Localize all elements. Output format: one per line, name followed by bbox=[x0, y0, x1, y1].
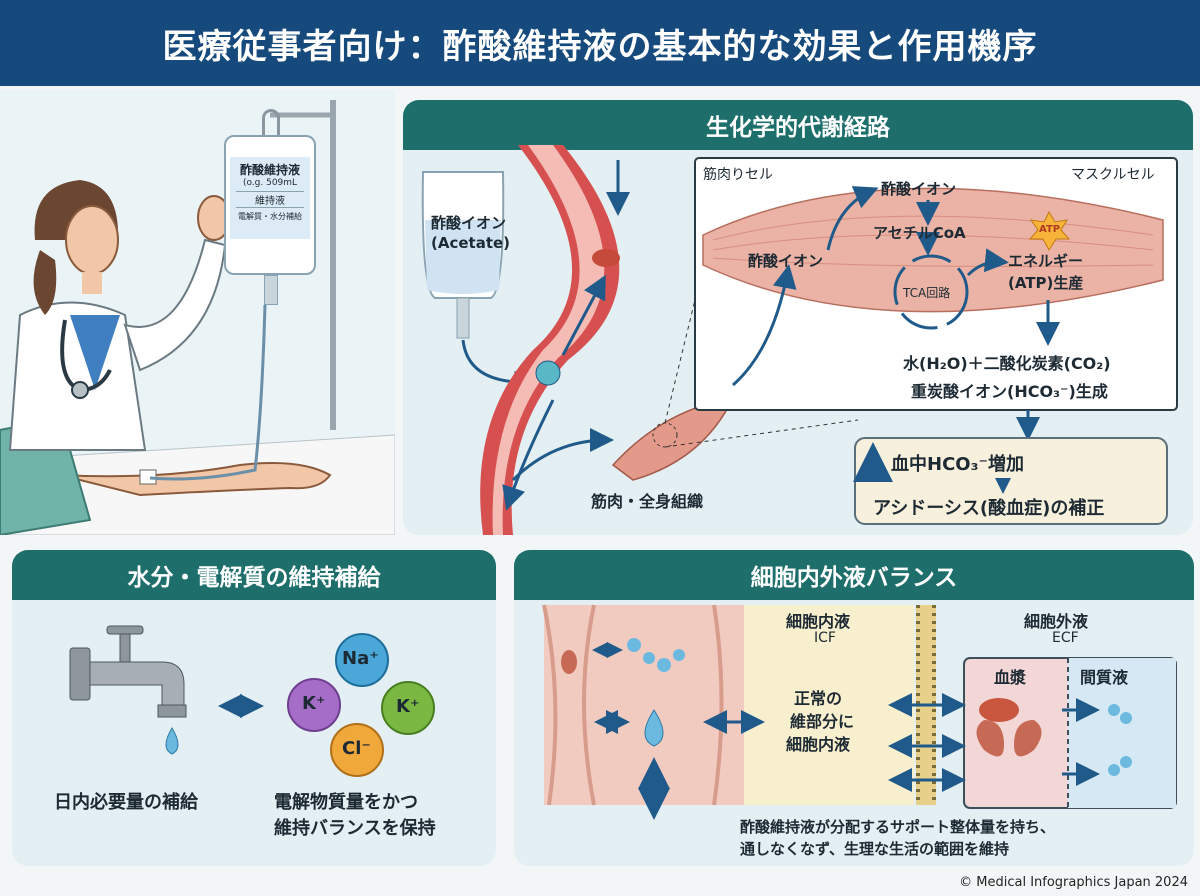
caption-left: 日内必要量の補給 bbox=[54, 792, 198, 813]
icf-label-2: ICF bbox=[814, 630, 836, 646]
hydration-diagram bbox=[69, 625, 435, 777]
result-1: 血中HCO₃⁻増加 bbox=[891, 454, 1024, 475]
iv-bag-name: 酢酸維持液 bbox=[239, 163, 300, 177]
tca-label: TCA回路 bbox=[903, 286, 951, 300]
result-2: アシドーシス(酸血症)の補正 bbox=[873, 498, 1105, 519]
nurse-illustration bbox=[0, 90, 396, 537]
balance-footnote-2: 通しなくなず、生理な生活の範囲を維持 bbox=[740, 840, 1009, 858]
icf-label-1: 細胞内液 bbox=[786, 612, 851, 631]
normal-label-2: 維部分に bbox=[790, 712, 855, 731]
acetate-left: 酢酸イオン bbox=[748, 252, 824, 270]
tissue-label: 筋肉・全身組織 bbox=[591, 492, 704, 511]
atp-badge: ATP bbox=[1039, 224, 1061, 235]
acetate-top: 酢酸イオン bbox=[881, 180, 957, 198]
energy-label-1: エネルギー bbox=[1008, 252, 1084, 270]
hydration-title: 水分・電解質の維持補給 bbox=[12, 550, 496, 600]
bag-label-1: 酢酸イオン bbox=[431, 214, 507, 232]
balance-diagram bbox=[542, 604, 1177, 820]
ecf-label-2: ECF bbox=[1052, 630, 1079, 646]
normal-label-1: 正常の bbox=[794, 689, 843, 708]
iv-bag-volume: (o.g. 509mL bbox=[242, 178, 298, 188]
hydration-panel: 水分・電解質の維持補給 Na⁺ K⁺ K⁺ Cl⁻ 日内必要量の補給 電解物質 bbox=[12, 550, 496, 866]
balance-panel: 細胞内外液バランス bbox=[514, 550, 1194, 866]
ecf-label-1: 細胞外液 bbox=[1024, 612, 1089, 631]
balance-footnote-1: 酢酸維持液が分配するサポート整体量を持ち、 bbox=[740, 818, 1056, 836]
normal-label-3: 細胞内液 bbox=[786, 735, 851, 754]
iv-bag-port bbox=[264, 275, 278, 305]
cell-left-label: 筋肉りセル bbox=[703, 167, 773, 183]
products-1: 水(H₂O)＋二酸化炭素(CO₂) bbox=[903, 354, 1111, 373]
copyright-notice: © Medical Infographics Japan 2024 bbox=[959, 875, 1188, 890]
iv-bag-hook bbox=[262, 109, 280, 135]
ion-na: Na⁺ bbox=[342, 648, 379, 669]
metabolism-diagram bbox=[421, 145, 1178, 535]
faucet-icon bbox=[69, 625, 187, 755]
ion-cl: Cl⁻ bbox=[342, 738, 371, 759]
iv-bag-label: 酢酸維持液 (o.g. 509mL 維持液 電解質・水分補給 bbox=[230, 157, 310, 239]
nurse-scene-svg bbox=[0, 90, 396, 537]
iv-bag-subtitle: 維持液 bbox=[236, 191, 304, 208]
acetyl-coa: アセチルCoA bbox=[873, 224, 966, 242]
caption-right-1: 電解物質量をかつ bbox=[274, 792, 418, 813]
balance-title: 細胞内外液バランス bbox=[514, 550, 1194, 600]
title-bar: 医療従事者向け：酢酸維持液の基本的な効果と作用機序 bbox=[0, 0, 1200, 86]
page-title: 医療従事者向け：酢酸維持液の基本的な効果と作用機序 bbox=[162, 26, 1038, 67]
bag-label-2: (Acetate) bbox=[431, 234, 511, 252]
plasma-label: 血漿 bbox=[994, 668, 1027, 687]
interstitial-label: 間質液 bbox=[1080, 668, 1129, 687]
iv-bag-purpose: 電解質・水分補給 bbox=[238, 212, 302, 221]
products-2: 重炭酸イオン(HCO₃⁻)生成 bbox=[911, 382, 1108, 401]
ion-k-2: K⁺ bbox=[396, 696, 420, 717]
metabolism-panel: 生化学的代謝経路 bbox=[403, 100, 1193, 535]
caption-right-2: 維持バランスを保持 bbox=[274, 818, 436, 839]
cell-right-label: マスクルセル bbox=[1071, 167, 1155, 183]
iv-bag: 酢酸維持液 (o.g. 509mL 維持液 電解質・水分補給 bbox=[224, 109, 316, 305]
metabolism-title: 生化学的代謝経路 bbox=[403, 100, 1193, 150]
energy-label-2: (ATP)生産 bbox=[1008, 274, 1084, 292]
ion-k-1: K⁺ bbox=[302, 693, 326, 714]
